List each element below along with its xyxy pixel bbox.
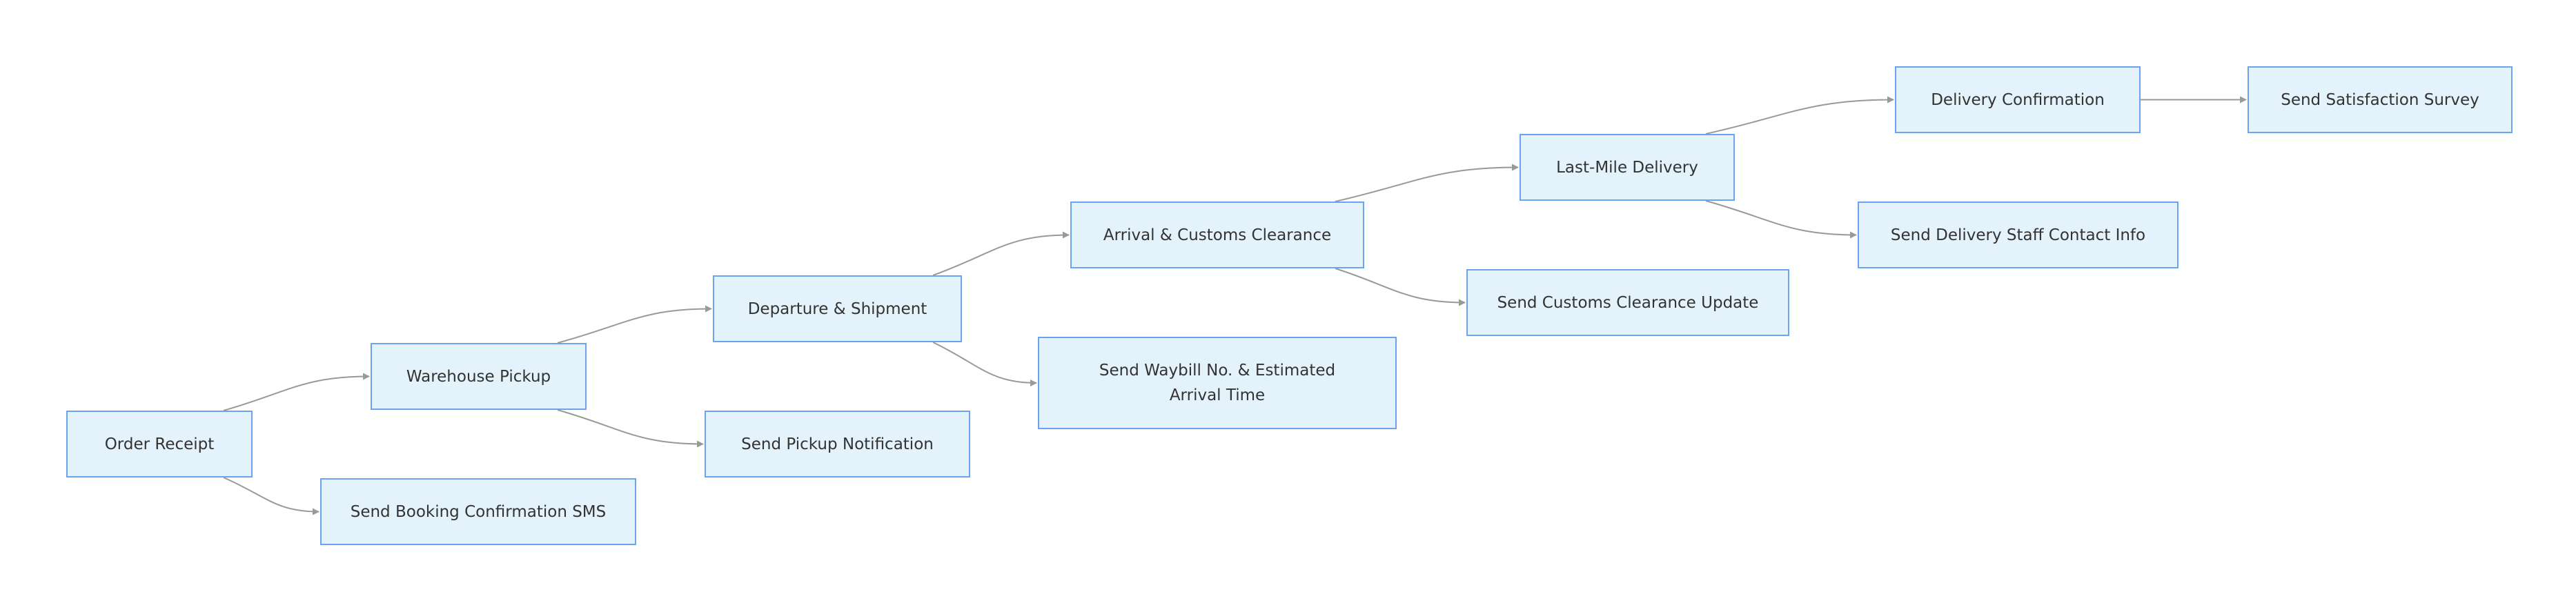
node-send-booking-sms: Send Booking Confirmation SMS [320, 478, 636, 545]
edge-departure-shipment-to-send-waybill [932, 342, 1037, 386]
node-order-receipt: Order Receipt [66, 411, 253, 478]
node-last-mile-delivery: Last-Mile Delivery [1520, 134, 1735, 201]
node-warehouse-pickup: Warehouse Pickup [371, 343, 587, 410]
node-send-customs-update: Send Customs Clearance Update [1466, 269, 1789, 336]
edge-warehouse-pickup-to-departure-shipment [557, 305, 712, 344]
edge-arrival-customs-to-send-customs-update [1335, 268, 1466, 306]
edge-departure-shipment-to-arrival-customs [932, 231, 1070, 276]
edge-order-receipt-to-warehouse-pickup [223, 373, 370, 411]
node-departure-shipment: Departure & Shipment [713, 275, 962, 342]
node-send-staff-contact: Send Delivery Staff Contact Info [1858, 201, 2179, 268]
edge-arrival-customs-to-last-mile-delivery [1335, 164, 1519, 202]
node-send-waybill: Send Waybill No. & Estimated Arrival Tim… [1038, 337, 1397, 429]
edge-warehouse-pickup-to-send-pickup-notification [557, 409, 704, 448]
edge-last-mile-delivery-to-send-staff-contact [1705, 200, 1857, 239]
edge-last-mile-delivery-to-delivery-confirmation [1705, 96, 1894, 135]
edge-order-receipt-to-send-booking-sms [223, 477, 319, 515]
node-delivery-confirmation: Delivery Confirmation [1895, 66, 2141, 133]
node-arrival-customs: Arrival & Customs Clearance [1070, 201, 1364, 268]
node-send-pickup-notification: Send Pickup Notification [705, 411, 970, 478]
node-send-survey: Send Satisfaction Survey [2248, 66, 2513, 133]
